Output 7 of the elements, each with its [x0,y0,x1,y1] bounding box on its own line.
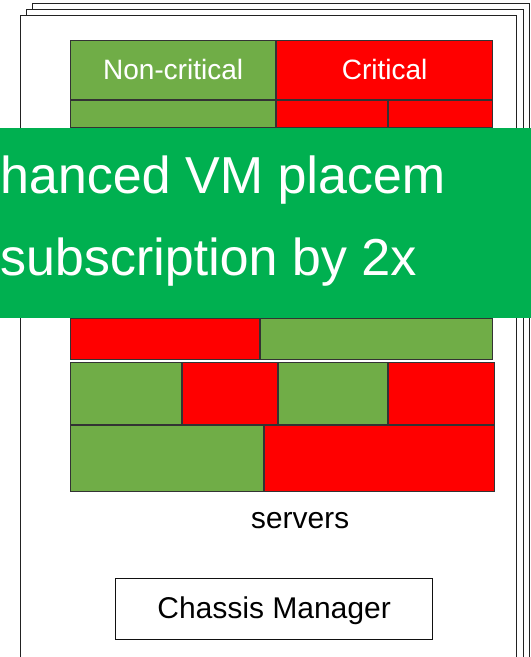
vm-category-box: Non-critical [70,40,276,100]
vm-category-box: Critical [276,40,493,100]
caption: servers [250,502,350,537]
banner-text: subscription by 2x [0,228,416,288]
banner-text: hanced VM placem [0,146,446,206]
banner [0,128,531,318]
manager-box: Chassis Manager [115,578,433,640]
